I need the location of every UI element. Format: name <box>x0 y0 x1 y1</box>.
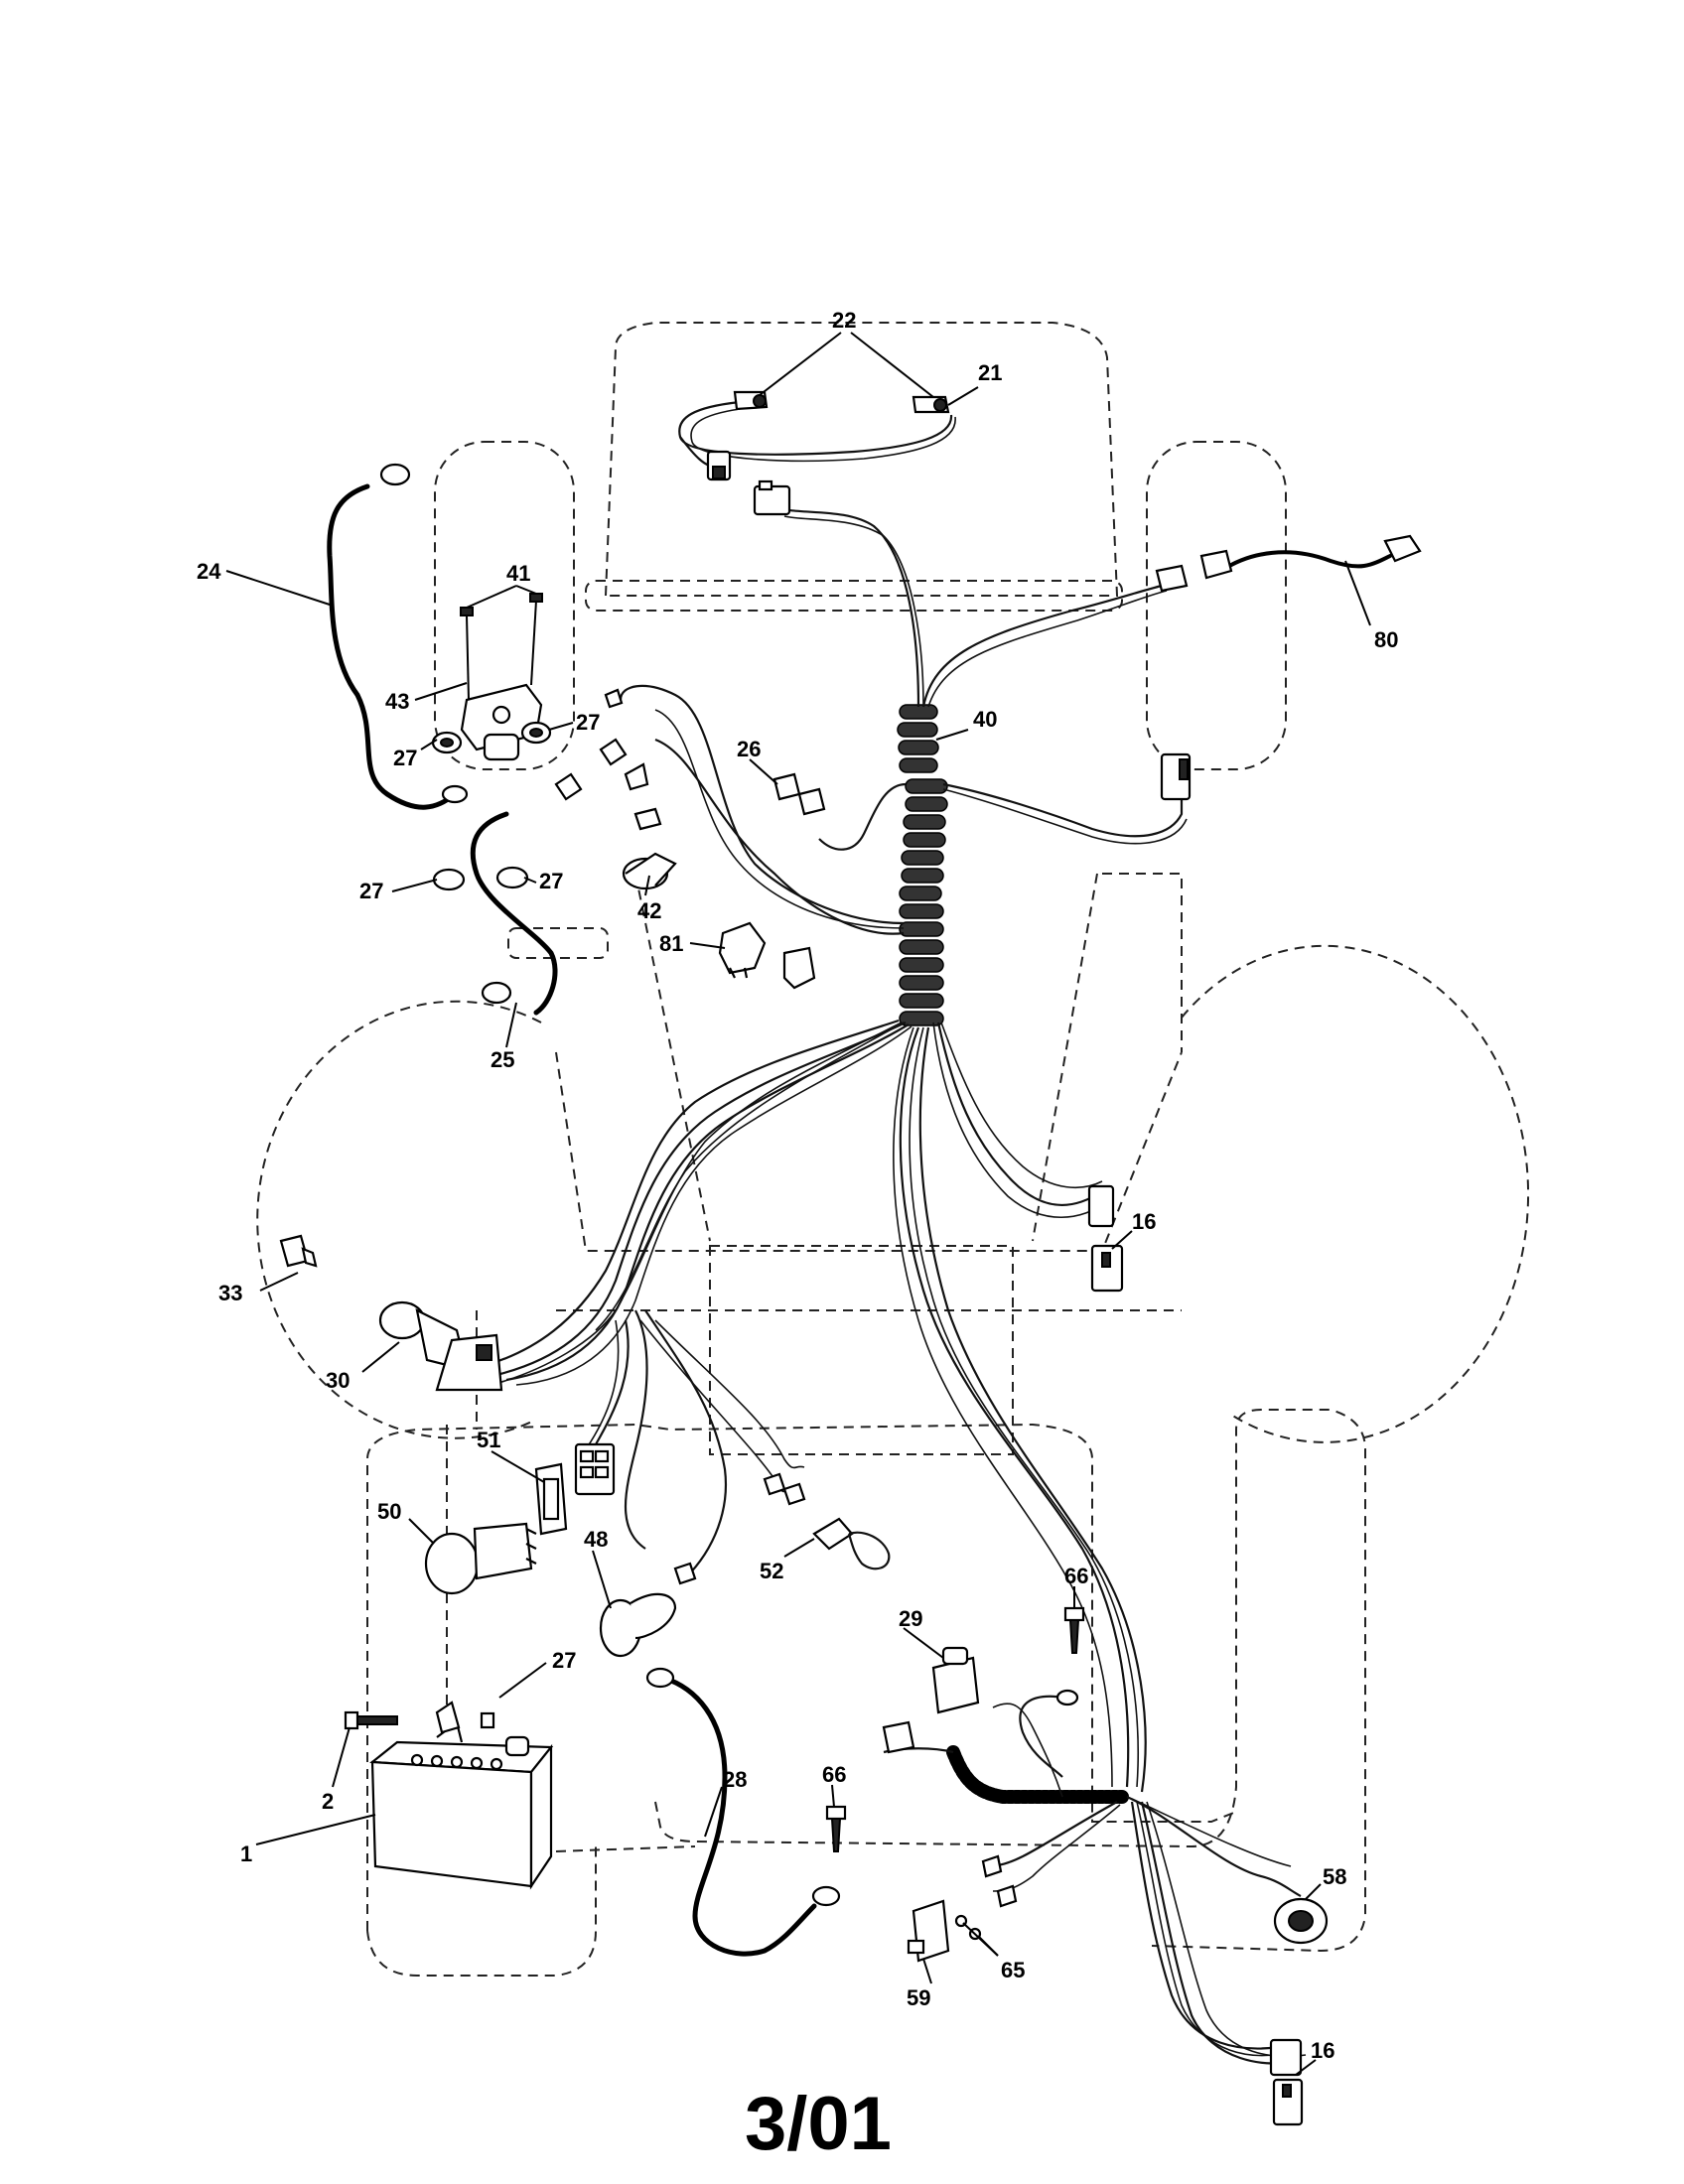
light-switch-bezel <box>534 1462 568 1536</box>
battery-cable-25 <box>470 811 558 1016</box>
relay <box>718 921 767 979</box>
pan-outline <box>556 873 1183 1311</box>
callout-29: 29 <box>899 1606 922 1631</box>
harness-connector-top <box>753 479 791 516</box>
callout-27-upper-right: 27 <box>576 710 600 735</box>
harness-coil <box>897 704 948 1026</box>
callout-65: 65 <box>1001 1958 1025 1982</box>
callout-22: 22 <box>832 308 856 333</box>
rear-cross-outline <box>555 1845 696 1852</box>
interlock-connector-upper <box>1087 1184 1124 1293</box>
battery-nut <box>480 1711 495 1729</box>
callout-33: 33 <box>218 1281 242 1305</box>
brake-switch <box>1273 1897 1329 1945</box>
battery-tray-outline <box>366 1846 597 1977</box>
left-rear-wheel-outline <box>256 1000 542 1439</box>
harness-plugs <box>554 688 628 801</box>
right-front-wheel-outline <box>1146 441 1287 770</box>
seat-support-outline <box>709 1245 1014 1455</box>
callout-24: 24 <box>197 559 221 584</box>
callout-1: 1 <box>240 1842 252 1866</box>
battery-cable-24 <box>327 463 469 810</box>
leader-lines <box>225 332 1371 2076</box>
rear-harness-coil <box>946 1745 1129 1804</box>
callout-16-lower: 16 <box>1311 2038 1334 2063</box>
ground-cable-28 <box>645 1667 841 1957</box>
callout-16-upper: 16 <box>1132 1209 1156 1234</box>
callout-labels: 22 21 24 41 43 27 27 27 27 25 42 26 40 8… <box>197 308 1398 2063</box>
pto-switch <box>882 1646 980 1754</box>
connector-pair <box>763 1472 806 1506</box>
light-switch <box>424 1522 537 1595</box>
right-upper-connector <box>1160 752 1192 801</box>
callout-51: 51 <box>477 1428 500 1452</box>
seat-switch-connector <box>1155 534 1422 593</box>
callout-27-battery: 27 <box>552 1648 576 1673</box>
relay-connector <box>782 946 816 990</box>
nut-left-lower <box>432 868 466 891</box>
reverse-switch <box>907 1899 950 1963</box>
callout-48: 48 <box>584 1527 608 1552</box>
ignition-switch <box>378 1300 503 1392</box>
dash-panel-outline <box>585 580 1123 612</box>
nut-left-upper <box>431 731 463 754</box>
callout-42: 42 <box>637 898 661 923</box>
page-id: 3/01 <box>745 2082 892 2166</box>
ignition-key <box>279 1234 318 1268</box>
fuse-holder <box>812 1517 891 1570</box>
callout-26: 26 <box>737 737 761 761</box>
callout-25: 25 <box>491 1047 514 1072</box>
deck-outline <box>366 1423 1237 1931</box>
right-rear-wheel-outline <box>1181 944 1530 1443</box>
callout-40: 40 <box>973 707 997 732</box>
battery-bolt <box>344 1710 398 1730</box>
callout-27-upper-left: 27 <box>393 746 417 770</box>
headlight-socket <box>706 450 732 481</box>
callout-30: 30 <box>326 1368 350 1393</box>
callout-81: 81 <box>659 931 683 956</box>
nut-right-upper <box>520 721 552 745</box>
bracket-outline <box>507 927 609 959</box>
callout-27-lower-left: 27 <box>359 879 383 903</box>
callout-21: 21 <box>978 360 1002 385</box>
ground-bolt-upper <box>1063 1606 1085 1654</box>
frame-outline <box>555 1051 1183 1252</box>
callout-66-upper: 66 <box>1064 1564 1088 1588</box>
light-switch-connector <box>574 1442 616 1496</box>
callout-50: 50 <box>377 1499 401 1524</box>
callout-80: 80 <box>1374 627 1398 652</box>
callout-59: 59 <box>907 1985 930 2010</box>
lower-deck-outline <box>654 1409 1366 1953</box>
callout-28: 28 <box>723 1767 747 1792</box>
callout-41: 41 <box>506 561 530 586</box>
callout-58: 58 <box>1323 1864 1346 1889</box>
boot <box>622 762 677 890</box>
center-frame-outline <box>634 873 1098 1242</box>
callout-66-lower: 66 <box>822 1762 846 1787</box>
wire-harness <box>486 400 1392 2065</box>
headlight-bulbs <box>733 390 950 414</box>
callout-27-lower-right: 27 <box>539 869 563 893</box>
lower-wire-bundle <box>486 1019 912 1579</box>
battery <box>369 1720 554 1890</box>
interlock-connector-lower <box>1269 2038 1304 2126</box>
dash-bulb <box>599 1562 697 1658</box>
left-front-wheel-outline <box>434 441 575 770</box>
nut-right-lower <box>495 866 529 889</box>
ground-bolt-lower <box>825 1805 847 1852</box>
callout-43: 43 <box>385 689 409 714</box>
plug-pair-lower <box>981 1854 1018 1908</box>
terminal-clip <box>435 1701 461 1734</box>
callout-2: 2 <box>322 1789 334 1814</box>
callout-52: 52 <box>760 1559 783 1583</box>
connector-26 <box>772 772 826 816</box>
hood-outline <box>604 322 1119 597</box>
